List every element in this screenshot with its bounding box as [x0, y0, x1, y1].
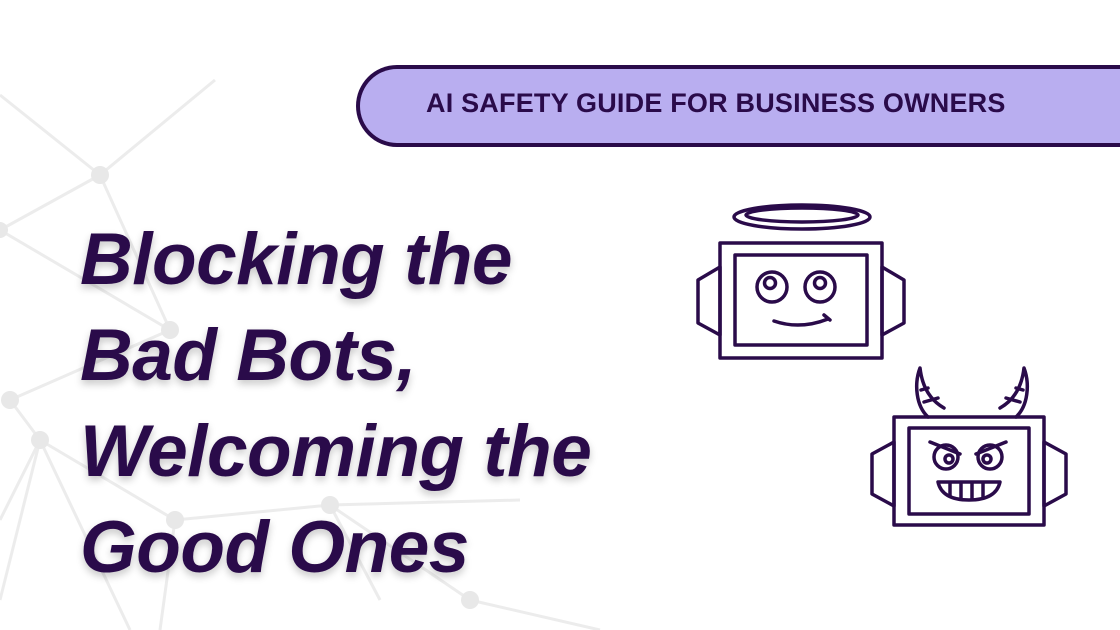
page-title: Blocking the Bad Bots, Welcoming the Goo… — [80, 212, 592, 596]
devil-robot-icon — [870, 366, 1068, 527]
guide-banner-label: AI SAFETY GUIDE FOR BUSINESS OWNERS — [426, 88, 1006, 118]
title-line-1: Blocking the — [80, 219, 513, 300]
title-line-4: Good Ones — [80, 507, 469, 588]
title-line-2: Bad Bots, — [80, 315, 417, 396]
title-line-3: Welcoming the — [80, 411, 592, 492]
angel-robot-icon — [696, 203, 906, 360]
guide-banner: AI SAFETY GUIDE FOR BUSINESS OWNERS — [356, 65, 1120, 147]
